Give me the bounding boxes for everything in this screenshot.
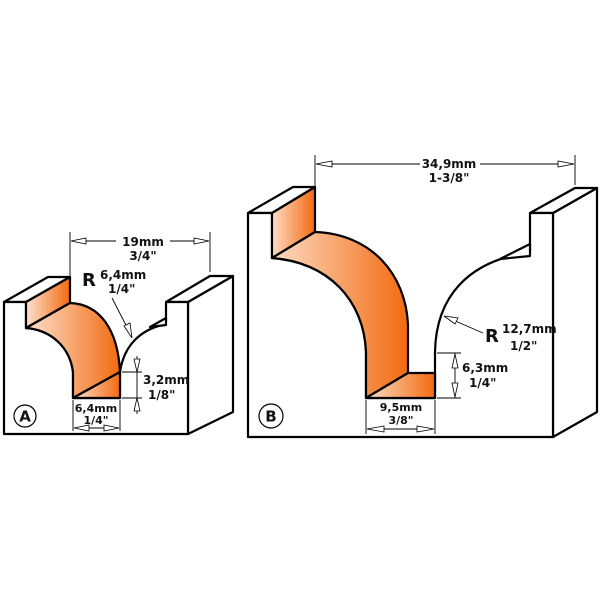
profile-b-step-height-in: 1/4" [469,376,496,390]
profile-b-side-face [551,186,599,439]
profile-b-badge: B [265,408,276,426]
profile-b-bottom-width-in: 3/8" [388,414,413,427]
profile-a-radius-mm: 6,4mm [100,268,146,282]
profile-a-radius-in: 1/4" [108,282,135,296]
profile-a-bottom-width-in: 1/4" [83,414,108,427]
profile-b-radius-mm: 12,7mm [502,322,557,336]
profile-a-cutter-bottom-face [71,370,122,400]
profile-a: 19mm 3/4" R 6,4mm 1/4" 3,2mm 1/8" 6,4mm … [2,232,235,436]
profile-a-badge: A [19,408,31,426]
profile-a-badge-circle [13,404,37,428]
profile-b-badge-circle [258,403,284,429]
profile-a-step-height-mm: 3,2mm [143,373,189,387]
profile-a-step-height-in: 1/8" [148,388,175,402]
profile-a-side-face [186,274,235,436]
profile-b-radius-prefix: R [485,326,499,347]
profile-b-bottom-width-mm: 9,5mm [380,401,422,414]
profile-b-curve-sliver [498,242,532,261]
profile-a-curve-sliver [148,316,168,329]
profile-a-overall-width-in: 3/4" [129,249,156,263]
profile-b-radius-in: 1/2" [510,339,537,353]
profile-b: 34,9mm 1-3/8" R 12,7mm 1/2" 6,3mm 1/4" 9… [246,155,599,439]
profile-b-overall-width-in: 1-3/8" [429,171,470,185]
profile-b-step-height-mm: 6,3mm [462,361,508,375]
profile-a-overall-width-mm: 19mm [122,235,164,249]
profile-a-radius-prefix: R [82,270,96,291]
profile-b-overall-width-mm: 34,9mm [422,157,477,171]
profile-b-cutter-bottom-face [364,371,437,400]
profile-a-bottom-width-mm: 6,4mm [75,402,117,415]
